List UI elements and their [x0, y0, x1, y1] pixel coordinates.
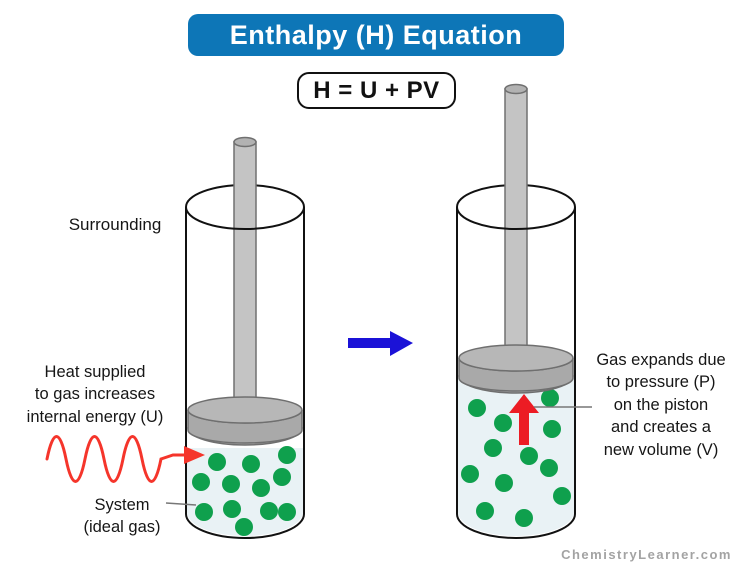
watermark: ChemistryLearner.com [561, 547, 732, 562]
gas-particle [461, 465, 479, 483]
title-banner: Enthalpy (H) Equation [188, 14, 564, 56]
left-gas-particles [192, 446, 296, 536]
right-gas-particles [461, 389, 571, 527]
left-piston-rod-cap [233, 136, 257, 148]
gas-particle [222, 475, 240, 493]
gas-particle [515, 509, 533, 527]
surrounding-label: Surrounding [68, 215, 162, 234]
heat-supplied-label: Heat supplied to gas increases internal … [26, 363, 164, 426]
gas-particle [195, 503, 213, 521]
transition-arrow-icon [348, 331, 413, 356]
gas-expands-label: Gas expands due to pressure (P) on the p… [596, 351, 726, 459]
gas-particle [543, 420, 561, 438]
left-piston-head-top [187, 396, 303, 424]
gas-particle [484, 439, 502, 457]
gas-particle [235, 518, 253, 536]
right-cylinder [456, 83, 576, 539]
gas-particle [278, 503, 296, 521]
left-cylinder-front-rim [185, 206, 305, 230]
right-cylinder-bottom [456, 513, 576, 539]
left-piston-rod [233, 141, 257, 413]
system-label: System (ideal gas) [83, 496, 161, 537]
gas-particle [192, 473, 210, 491]
gas-particle [476, 502, 494, 520]
heat-wave-arrowhead [184, 446, 205, 464]
gas-particle [494, 414, 512, 432]
equation-box: H = U + PV [297, 72, 456, 109]
gas-particle [223, 500, 241, 518]
gas-particle [540, 459, 558, 477]
right-cylinder-front-rim [456, 206, 576, 230]
equation-text: H = U + PV [313, 76, 440, 104]
gas-particle [541, 389, 559, 407]
right-piston-rod-cap [504, 83, 528, 95]
pressure-arrow-icon [509, 394, 539, 445]
gas-particle [208, 453, 226, 471]
gas-particle [252, 479, 270, 497]
heat-wave-icon [45, 435, 188, 483]
gas-particle [520, 447, 538, 465]
left-cylinder-bottom [185, 513, 305, 539]
left-cylinder [185, 136, 305, 539]
gas-particle [468, 399, 486, 417]
right-piston-rod [504, 88, 528, 362]
right-piston-head-top [458, 344, 574, 372]
gas-particle [278, 446, 296, 464]
gas-particle [273, 468, 291, 486]
right-gas-volume [458, 378, 574, 536]
gas-particle [260, 502, 278, 520]
gas-particle [242, 455, 260, 473]
gas-particle [553, 487, 571, 505]
system-pointer-line [165, 502, 197, 506]
right-cylinder-walls [456, 207, 576, 514]
page-title: Enthalpy (H) Equation [229, 19, 523, 50]
gas-particle [495, 474, 513, 492]
